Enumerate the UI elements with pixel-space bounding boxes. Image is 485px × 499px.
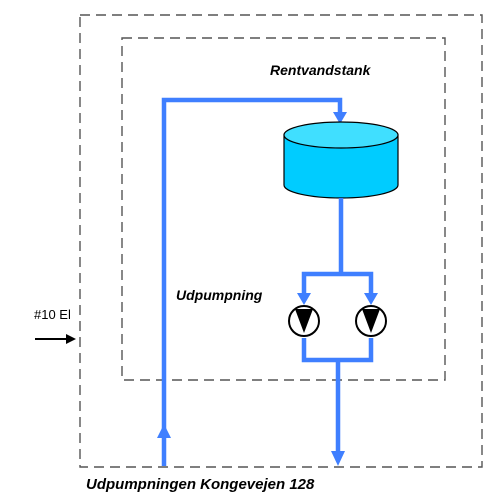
pump-1-arrow-icon xyxy=(297,293,311,305)
pump-icon xyxy=(355,305,387,337)
pump-2-arrow-icon xyxy=(364,293,378,305)
inlet-pipe xyxy=(161,97,343,466)
process-boundary xyxy=(121,37,446,381)
inlet-up-arrow-icon xyxy=(157,424,171,438)
tank-icon xyxy=(283,121,399,199)
pumping-label: Udpumpning xyxy=(176,287,263,303)
inlet-arrow-icon xyxy=(333,112,347,124)
outlet-pipe xyxy=(301,198,374,452)
station-title: Udpumpningen Kongevejen 128 xyxy=(86,476,315,493)
electricity-input-label: #10 El xyxy=(34,307,71,322)
pump-icon xyxy=(288,305,320,337)
station-boundary xyxy=(79,14,483,468)
discharge-arrow-icon xyxy=(331,451,345,466)
arrow-icon xyxy=(35,334,76,344)
tank-label: Rentvandstank xyxy=(270,62,371,78)
